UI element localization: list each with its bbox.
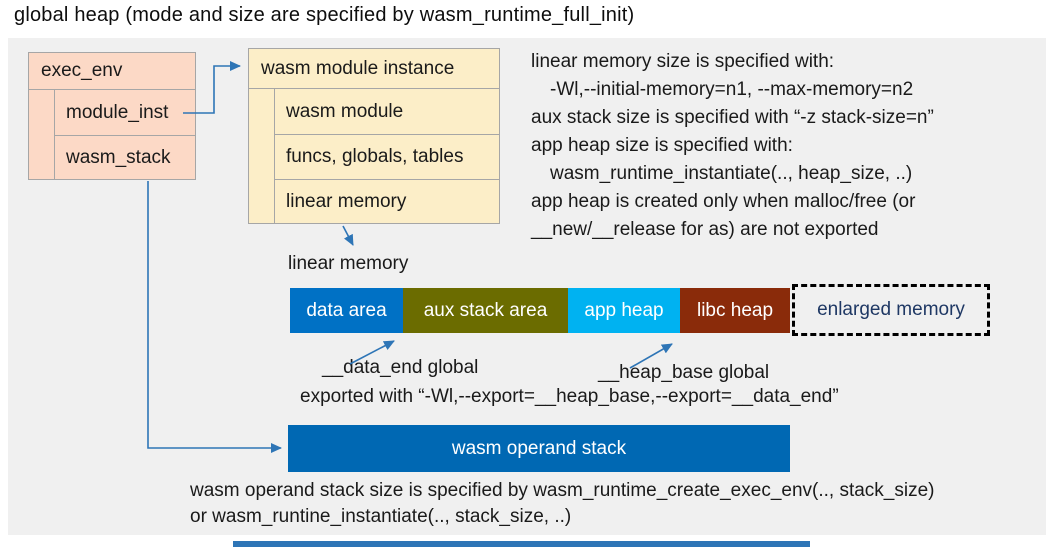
module-row-wasm-module: wasm module bbox=[286, 100, 404, 122]
note-line: app heap is created only when malloc/fre… bbox=[531, 191, 916, 212]
exported-with-label: exported with “-Wl,--export=__heap_base,… bbox=[300, 386, 839, 407]
wasm-module-instance-box: wasm module instance wasm module funcs, … bbox=[248, 48, 500, 224]
wasm-operand-stack-bar: wasm operand stack bbox=[288, 425, 790, 472]
segment-aux-stack-area: aux stack area bbox=[403, 288, 568, 333]
note-line: wasm operand stack size is specified by … bbox=[190, 480, 935, 501]
note-line: linear memory size is specified with: bbox=[531, 51, 835, 72]
note-line: app heap size is specified with: bbox=[531, 135, 793, 156]
note-line: wasm_runtime_instantiate(.., heap_size, … bbox=[550, 163, 913, 184]
segment-app-heap: app heap bbox=[568, 288, 680, 333]
exec-env-row-module-inst: module_inst bbox=[66, 101, 169, 123]
linear-memory-label: linear memory bbox=[288, 253, 409, 274]
segment-libc-heap: libc heap bbox=[680, 288, 790, 333]
note-line: -Wl,--initial-memory=n1, --max-memory=n2 bbox=[550, 79, 914, 100]
segment-enlarged-memory: enlarged memory bbox=[792, 284, 990, 336]
module-row-linear-memory: linear memory bbox=[275, 179, 499, 224]
nesting-line bbox=[274, 89, 275, 224]
wasm-module-instance-body: wasm module funcs, globals, tables linea… bbox=[249, 89, 499, 224]
exec-env-header: exec_env bbox=[29, 53, 195, 90]
operand-stack-notes: wasm operand stack size is specified by … bbox=[190, 478, 935, 530]
module-row-funcs-globals-tables: funcs, globals, tables bbox=[275, 134, 499, 179]
exec-env-body: module_inst wasm_stack bbox=[29, 90, 195, 180]
size-notes: linear memory size is specified with: -W… bbox=[531, 48, 1041, 244]
note-line: __new/__release for as) are not exported bbox=[531, 219, 879, 240]
exec-env-row-wasm-stack: wasm_stack bbox=[55, 135, 195, 180]
data-end-global-label: __data_end global bbox=[322, 357, 479, 378]
note-line: aux stack size is specified with “-z sta… bbox=[531, 107, 934, 128]
heap-base-global-label: __heap_base global bbox=[598, 362, 770, 383]
note-line: or wasm_runtine_instantiate(.., stack_si… bbox=[190, 506, 572, 527]
cutoff-box-top-strip bbox=[233, 541, 810, 547]
segment-data-area: data area bbox=[290, 288, 403, 333]
exec-env-box: exec_env module_inst wasm_stack bbox=[28, 52, 196, 180]
page-title: global heap (mode and size are specified… bbox=[14, 4, 635, 26]
wasm-module-instance-header: wasm module instance bbox=[249, 49, 499, 89]
nesting-line bbox=[54, 90, 55, 180]
